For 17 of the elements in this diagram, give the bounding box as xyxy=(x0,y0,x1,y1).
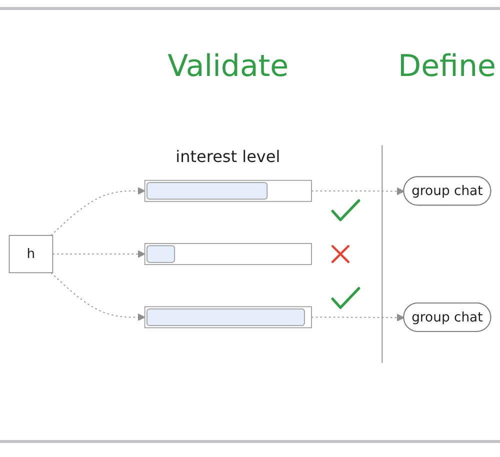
arrow xyxy=(311,187,404,196)
ellipse-node xyxy=(403,302,492,332)
process-box xyxy=(8,234,54,274)
progress-bar xyxy=(144,180,312,202)
column-heading: Define xyxy=(398,50,496,84)
node-label: group chat xyxy=(412,182,483,201)
column-heading: Validate xyxy=(168,50,289,84)
ellipse-node xyxy=(403,176,492,206)
progress-bar xyxy=(144,306,312,328)
arrow xyxy=(52,250,146,258)
node-label: h xyxy=(26,244,36,264)
node-label: group chat xyxy=(412,308,483,327)
progress-bar xyxy=(144,243,312,266)
arrow xyxy=(50,187,146,236)
arrow xyxy=(50,272,146,322)
arrow xyxy=(311,314,404,322)
scale-label: interest level xyxy=(176,147,280,167)
